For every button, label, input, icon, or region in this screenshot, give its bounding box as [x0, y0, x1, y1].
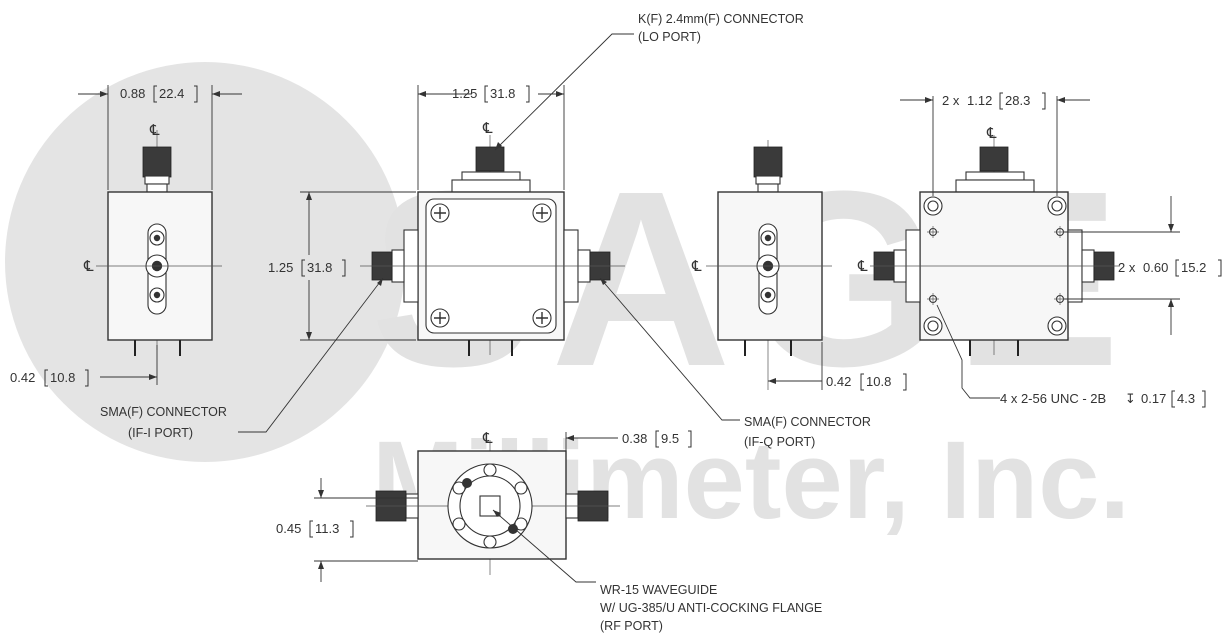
dim-front-height-in: 1.25: [268, 260, 293, 275]
dim-bottom-offset-in: 0.38: [622, 431, 647, 446]
depth-symbol: ↧: [1125, 391, 1136, 406]
centerline-symbol: ℄: [482, 120, 493, 137]
dim-left-offset-in: 0.42: [10, 370, 35, 385]
dim-hole-spacing-y-mm: 15.2: [1181, 260, 1206, 275]
callout-rf-port-line1: WR-15 WAVEGUIDE: [600, 583, 717, 597]
thread-spec: 4 x 2-56 UNC - 2B: [1000, 391, 1106, 406]
front-view: ℄: [360, 120, 625, 356]
callout-if-i-port-line2: (IF-I PORT): [128, 426, 193, 440]
dim-top-width-mm: 22.4: [159, 86, 184, 101]
callout-rf-port-line3: (RF PORT): [600, 619, 663, 633]
bottom-view: ℄: [366, 430, 620, 575]
dim-bottom-offset: 0.38 9.5: [565, 430, 692, 451]
dim-right-offset-mm: 10.8: [866, 374, 891, 389]
callout-lo-port: K(F) 2.4mm(F) CONNECTOR (LO PORT): [494, 12, 804, 151]
lo-connector-back: [979, 146, 1009, 172]
centerline-symbol: ℄: [482, 430, 493, 447]
dim-right-offset: 0.42 10.8: [768, 342, 907, 391]
thread-depth-in: 0.17: [1141, 391, 1166, 406]
dim-hole-spacing-x-in: 1.12: [967, 93, 992, 108]
callout-rf-port: WR-15 WAVEGUIDE W/ UG-385/U ANTI-COCKING…: [492, 509, 822, 633]
centerline-symbol: ℄: [691, 258, 702, 275]
thread-callout: 4 x 2-56 UNC - 2B ↧ 0.17 4.3: [936, 304, 1206, 408]
left-side-view: ℄ ℄: [83, 122, 222, 356]
screw: [430, 203, 552, 328]
dim-front-width-in: 1.25: [452, 86, 477, 101]
dim-left-offset: 0.42 10.8: [10, 345, 158, 387]
dim-top-width-in: 0.88: [120, 86, 145, 101]
mounting-hole: [923, 196, 1067, 336]
side-connector: [142, 146, 172, 178]
waveguide-flange: [447, 463, 533, 549]
dim-front-height: 1.25 31.8: [268, 191, 416, 341]
dim-hole-spacing-y: 2 x 0.60 15.2: [1064, 196, 1222, 335]
dim-bottom-height-in: 0.45: [276, 521, 301, 536]
callout-if-q-port-line2: (IF-Q PORT): [744, 435, 815, 449]
dim-bottom-height: 0.45 11.3: [276, 478, 418, 582]
callout-lo-port-line1: K(F) 2.4mm(F) CONNECTOR: [638, 12, 804, 26]
dim-hole-spacing-x-mm: 28.3: [1005, 93, 1030, 108]
lo-connector: [475, 146, 505, 172]
thread-depth-mm: 4.3: [1177, 391, 1195, 406]
callout-if-q-port-line1: SMA(F) CONNECTOR: [744, 415, 871, 429]
dim-right-offset-in: 0.42: [826, 374, 851, 389]
callout-lo-port-line2: (LO PORT): [638, 30, 701, 44]
dim-bottom-height-mm: 11.3: [315, 521, 339, 536]
dim-hole-spacing-y-prefix: 2 x: [1118, 260, 1136, 275]
callout-if-q-port: SMA(F) CONNECTOR (IF-Q PORT): [599, 277, 871, 449]
centerline-symbol: ℄: [83, 258, 94, 275]
centerline-symbol: ℄: [149, 122, 160, 139]
side-connector: [753, 146, 783, 178]
callout-if-i-port-line1: SMA(F) CONNECTOR: [100, 405, 227, 419]
dim-hole-spacing-x: 2 x 1.12 28.3: [900, 92, 1090, 196]
right-side-view: ℄: [691, 140, 832, 390]
centerline-symbol: ℄: [857, 258, 868, 275]
centerline-symbol: ℄: [986, 125, 997, 142]
dim-hole-spacing-x-prefix: 2 x: [942, 93, 960, 108]
dim-front-height-mm: 31.8: [307, 260, 332, 275]
dim-left-offset-mm: 10.8: [50, 370, 75, 385]
dim-front-width-mm: 31.8: [490, 86, 515, 101]
dim-bottom-offset-mm: 9.5: [661, 431, 679, 446]
callout-if-i-port: SMA(F) CONNECTOR (IF-I PORT): [100, 277, 384, 440]
dim-top-width: 0.88 22.4: [78, 85, 242, 190]
dim-hole-spacing-y-in: 0.60: [1143, 260, 1168, 275]
threaded-hole: [927, 226, 1066, 305]
callout-rf-port-line2: W/ UG-385/U ANTI-COCKING FLANGE: [600, 601, 822, 615]
back-view: ℄ ℄: [857, 125, 1120, 356]
